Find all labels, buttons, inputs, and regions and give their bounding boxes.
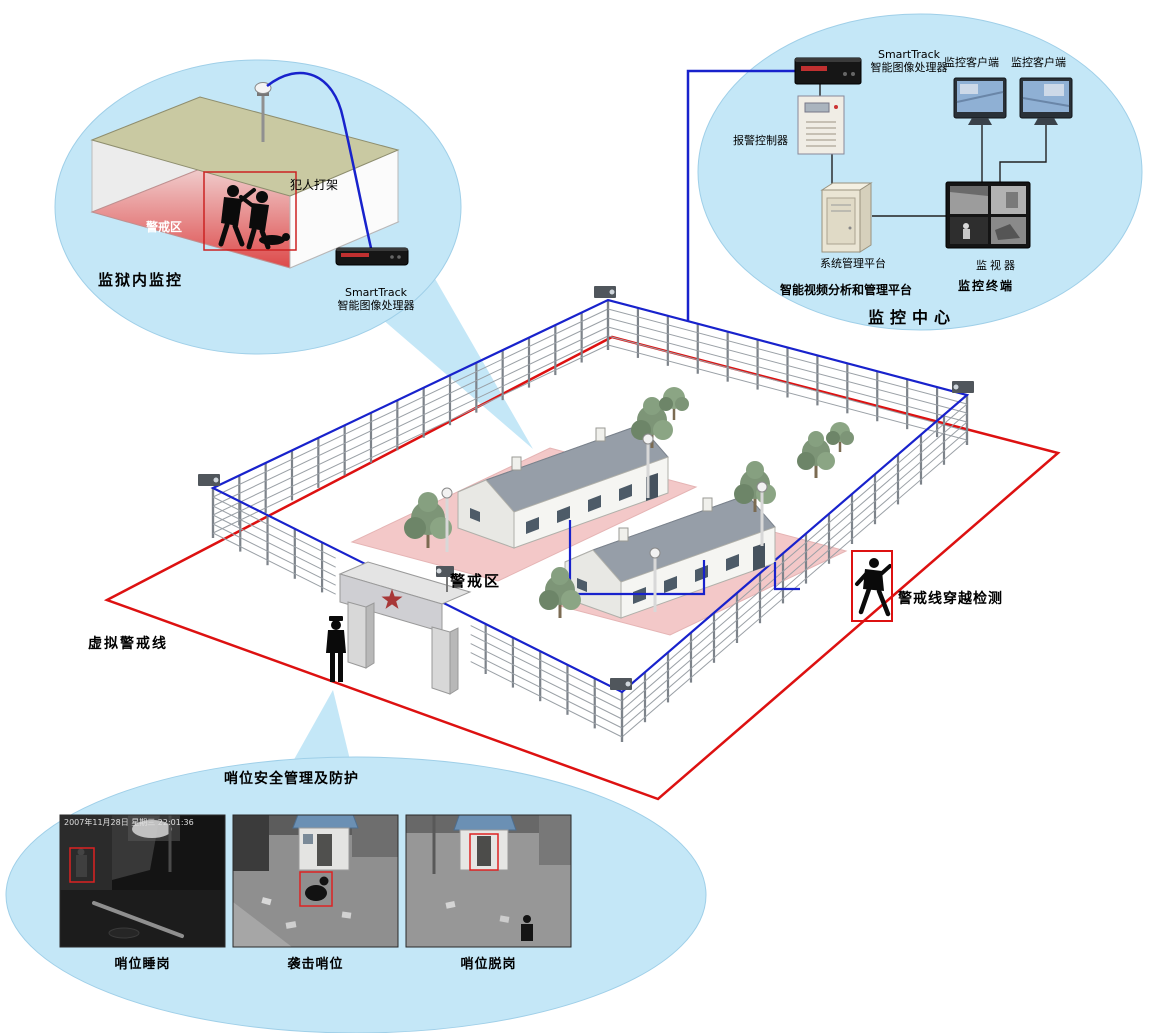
client-monitor-1 [953,77,1007,125]
detection-box [299,871,333,907]
compound-zone-label: 警戒区 [450,572,502,590]
center-balloon-title: 监控中心 [868,308,957,327]
alarm-controller [797,95,845,155]
lamp-posts [441,433,768,612]
cctv-caption-3: 哨位脱岗 [460,957,517,972]
perimeter-camera-right [952,381,974,393]
platform-label: 智能视频分析和管理平台 [780,283,913,297]
fighting-prisoners-silhouette [218,185,290,250]
virtual-alert-line [103,335,1061,801]
camera-cable [266,71,373,249]
intruder-silhouette [855,558,892,617]
client-monitor-2 [1019,77,1073,125]
monitor-label: 监视器 [976,259,1018,272]
tree [539,567,581,618]
client-label-2: 监控客户端 [1011,56,1066,69]
cctv-timestamp: 2007年11月28日 星期三 22:01:36 [64,818,194,827]
building-cable-blue [568,520,800,596]
room-roof [90,96,400,197]
quad-cctv-monitor [945,181,1031,249]
room-device-name: SmartTrack [344,286,408,299]
alarm-controller-label: 报警控制器 [733,134,788,147]
terminal-label: 监控终端 [958,279,1015,293]
crossing-label: 警戒线穿越检测 [898,591,1003,607]
server-label: 系统管理平台 [820,257,886,270]
guard-silhouette [326,616,346,682]
room-zone-label: 警戒区 [146,220,183,234]
tree [631,397,673,448]
crossing-detection-box [851,550,893,622]
server-tower [820,182,873,253]
tree [826,422,854,452]
detection-box [69,847,95,883]
center-cable-blue [686,69,795,321]
prison-balloon-tail [360,270,533,449]
perimeter-camera-left [198,474,220,486]
sentry-balloon-tail [287,690,352,772]
monitoring-center [686,57,1073,321]
cctv-caption-1: 哨位睡岗 [114,957,171,972]
sentry-balloon-title: 哨位安全管理及防护 [224,771,359,787]
center-device-name: SmartTrack [877,48,941,61]
prison-balloon-title: 监狱内监控 [98,271,184,289]
prison-room [90,71,409,269]
cctv-snapshot-3 [406,815,571,947]
star-icon [381,589,403,609]
detection-box [469,833,499,871]
lamp-post [642,433,654,498]
prison-compound [103,286,1061,801]
trees [404,387,854,618]
prison-building-1 [457,424,669,549]
client-label-1: 监控客户端 [944,56,999,69]
gate-camera-icon [436,566,454,592]
perimeter-camera-top [594,286,616,298]
gate-house [338,561,472,695]
perimeter-fence [211,300,969,742]
lamp-post [756,481,768,546]
smarttrack-processor-center [794,57,862,85]
lamp-post [441,487,453,552]
cctv-snapshot-1 [60,815,225,947]
smarttrack-processor-room [335,247,409,266]
center-device-type: 智能图像处理器 [870,61,948,74]
tree [797,431,835,478]
virtual-line-label: 虚拟警戒线 [88,636,168,652]
lamp-post [649,547,661,612]
cctv-caption-2: 袭击哨位 [287,957,344,972]
center-wiring [819,84,1047,217]
fence-top-cable [210,298,970,694]
tree [659,387,689,420]
fight-detection-box [203,171,297,251]
fight-label: 犯人打架 [290,178,339,192]
cctv-snapshot-2 [233,815,398,947]
perimeter-camera-bottom [610,678,632,690]
room-device-type: 智能图像处理器 [337,299,415,312]
cctv-frames [59,814,572,948]
